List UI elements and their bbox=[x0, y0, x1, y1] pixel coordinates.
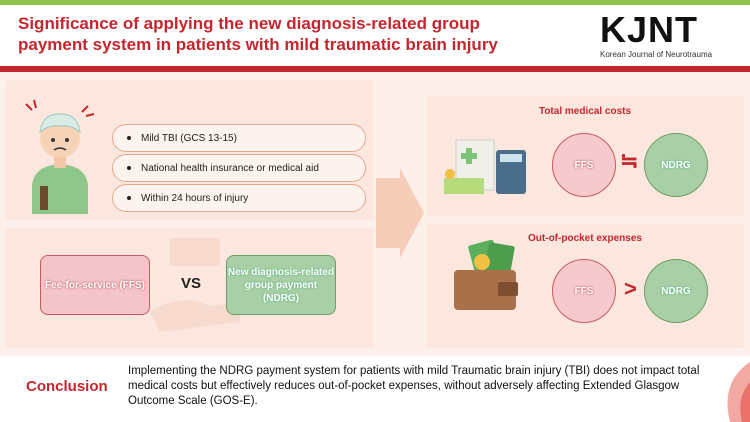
logo-subtitle: Korean Journal of Neurotrauma bbox=[600, 50, 713, 59]
patient-illustration bbox=[25, 99, 95, 214]
page-title: Significance of applying the new diagnos… bbox=[18, 13, 578, 55]
right-arrow-icon bbox=[376, 168, 424, 258]
wallet-icon bbox=[454, 240, 518, 310]
header-divider bbox=[0, 66, 750, 72]
title-line-1: Significance of applying the new diagnos… bbox=[18, 14, 480, 33]
criterion-item: Within 24 hours of injury bbox=[112, 184, 366, 212]
total-ffs-circle: FFS bbox=[552, 133, 616, 197]
bullet-icon bbox=[127, 196, 131, 200]
criterion-label: Within 24 hours of injury bbox=[141, 192, 249, 204]
hand-money-watermark-icon bbox=[150, 238, 240, 332]
ffs-box: Fee-for-service (FFS) bbox=[40, 255, 150, 315]
conclusion-label: Conclusion bbox=[26, 378, 108, 395]
corner-decoration bbox=[727, 362, 750, 422]
oop-ffs-circle: FFS bbox=[552, 259, 616, 323]
total-ndrg-circle: NDRG bbox=[644, 133, 708, 197]
journal-logo: KJNT Korean Journal of Neurotrauma bbox=[600, 9, 740, 60]
criterion-item: National health insurance or medical aid bbox=[112, 154, 366, 182]
criterion-label: Mild TBI (GCS 13-15) bbox=[141, 132, 237, 144]
top-accent-bar bbox=[0, 0, 750, 5]
greater-than-symbol: > bbox=[624, 276, 637, 301]
bullet-icon bbox=[127, 166, 131, 170]
criterion-label: National health insurance or medical aid bbox=[141, 162, 319, 174]
logo-text: KJNT bbox=[600, 9, 699, 50]
bullet-icon bbox=[127, 136, 131, 140]
receipt-calculator-icon bbox=[444, 139, 526, 194]
criterion-item: Mild TBI (GCS 13-15) bbox=[112, 124, 366, 152]
conclusion-text: Implementing the NDRG payment system for… bbox=[128, 365, 700, 407]
out-of-pocket-title: Out-of-pocket expenses bbox=[528, 233, 642, 244]
title-line-2: payment system in patients with mild tra… bbox=[18, 35, 498, 54]
oop-ndrg-circle: NDRG bbox=[644, 259, 708, 323]
vs-label: VS bbox=[181, 275, 202, 292]
ndrg-box: New diagnosis-related group payment (NDR… bbox=[226, 255, 336, 315]
total-costs-title: Total medical costs bbox=[538, 106, 632, 117]
approx-equal-symbol: ≒ bbox=[620, 148, 639, 173]
